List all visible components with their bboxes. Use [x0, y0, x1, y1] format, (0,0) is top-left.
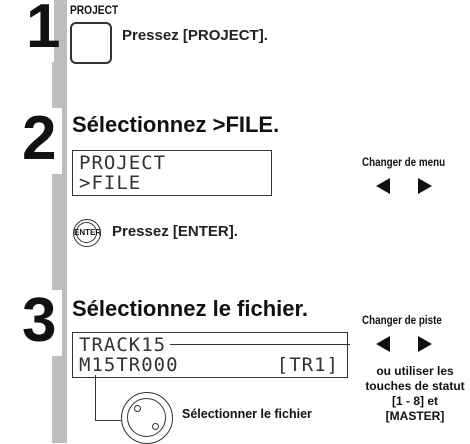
lcd-line-1: TRACK15 [79, 334, 167, 356]
lcd-pointer-line [170, 344, 350, 345]
enter-key-inner-ring [76, 222, 97, 243]
dial-connector-vertical [95, 375, 96, 421]
arrow-left-icon[interactable] [376, 178, 390, 194]
select-file-dial-label: Sélectionner le fichier [182, 407, 312, 421]
step-2-number: 2 [22, 108, 62, 174]
arrow-left-icon[interactable] [376, 336, 390, 352]
dial-knob-icon[interactable] [121, 392, 173, 444]
status-keys-alt-text: ou utiliser les touches de statut [1 - 8… [365, 364, 465, 423]
step-2-title: Sélectionnez >FILE. [72, 112, 280, 137]
step-2-instruction: Pressez [ENTER]. [112, 223, 238, 240]
dial-marker-dot [134, 405, 141, 412]
lcd-file-name: M15TR000 [79, 354, 179, 376]
lcd-line-1: PROJECT [79, 152, 167, 174]
dial-connector-horizontal [95, 420, 121, 421]
arrow-right-icon[interactable] [418, 178, 432, 194]
lcd-line-2: >FILE [79, 172, 142, 194]
arrow-right-icon[interactable] [418, 336, 432, 352]
lcd-line-2: M15TR000 [TR1] [79, 355, 341, 375]
enter-key-button[interactable]: ENTER [73, 219, 101, 247]
dial-inner-ring [127, 398, 166, 437]
step-sidebar-bar [52, 0, 67, 443]
dial-marker-dot [152, 423, 159, 430]
step-3-number: 3 [22, 290, 62, 356]
step-2-lcd-display: PROJECT >FILE [72, 150, 272, 196]
step-1-number: 1 [26, 0, 60, 62]
step-3-lcd-display: TRACK15 M15TR000 [TR1] [72, 332, 348, 378]
lcd-track-indicator: [TR1] [276, 354, 339, 376]
enter-key-label: ENTER [74, 228, 102, 237]
project-key-button[interactable] [70, 22, 112, 64]
change-track-label: Changer de piste [362, 313, 442, 327]
project-key-label: PROJECT [70, 3, 119, 17]
step-3-title: Sélectionnez le fichier. [72, 296, 308, 321]
step-1-instruction: Pressez [PROJECT]. [122, 27, 268, 44]
change-menu-label: Changer de menu [362, 155, 446, 169]
